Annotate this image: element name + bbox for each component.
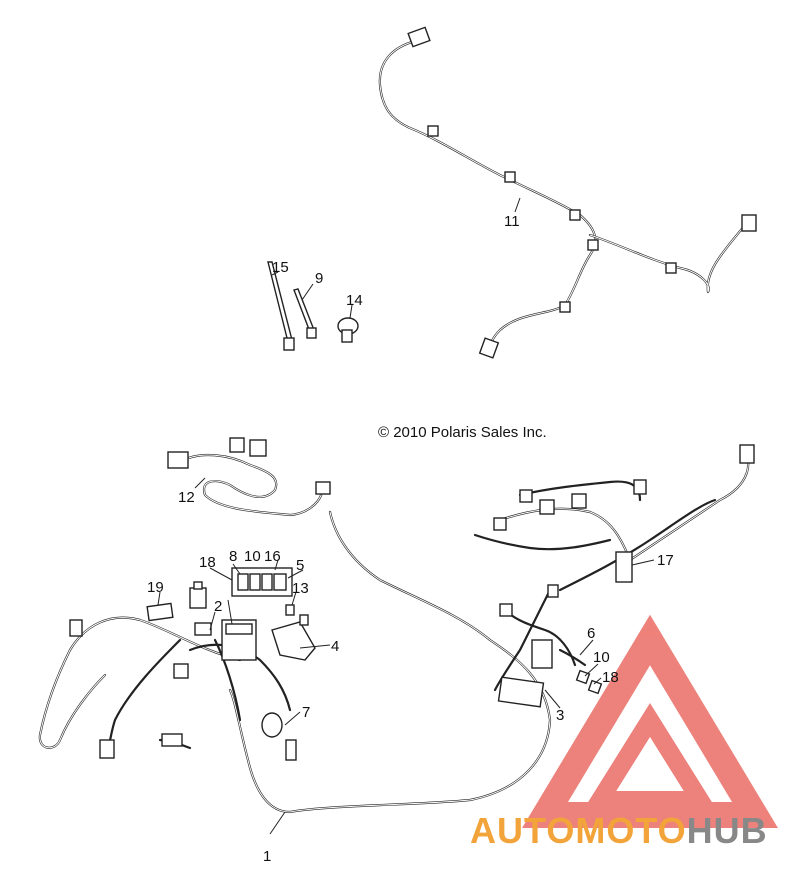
harness-12 xyxy=(167,437,331,517)
copyright-text: © 2010 Polaris Sales Inc. xyxy=(378,424,547,441)
watermark-part2: HUB xyxy=(687,810,768,851)
callout-18a: 18 xyxy=(199,554,216,571)
callout-3: 3 xyxy=(556,707,564,724)
callout-14: 14 xyxy=(346,292,363,309)
watermark-text: AUTOMOTOHUB xyxy=(470,810,768,851)
watermark-logo xyxy=(522,614,778,828)
callout-9: 9 xyxy=(315,270,323,287)
callout-4: 4 xyxy=(331,638,339,655)
cable-tie-15 xyxy=(267,261,295,351)
connector-19 xyxy=(146,602,174,622)
callout-7: 7 xyxy=(302,704,310,721)
leader-lines xyxy=(157,197,655,835)
callout-19: 19 xyxy=(147,579,164,596)
callout-1: 1 xyxy=(263,848,271,865)
harness-11 xyxy=(378,26,757,359)
callout-5: 5 xyxy=(296,557,304,574)
callout-10a: 10 xyxy=(593,649,610,666)
callouts: 1 2 3 4 5 6 7 8 9 10 10 11 12 13 14 15 1… xyxy=(147,213,674,865)
callout-16: 16 xyxy=(264,548,281,565)
clip-14 xyxy=(337,317,359,343)
callout-13: 13 xyxy=(292,580,309,597)
svg-text:AUTOMOTOHUB: AUTOMOTOHUB xyxy=(470,810,768,851)
callout-15: 15 xyxy=(272,259,289,276)
callout-11: 11 xyxy=(504,213,520,230)
bracket-4 xyxy=(271,621,316,661)
cable-tie-9 xyxy=(293,288,317,339)
callout-10b: 10 xyxy=(244,548,261,565)
screws-13 xyxy=(285,604,309,626)
callout-6: 6 xyxy=(587,625,595,642)
fuse-box xyxy=(231,567,293,597)
harness-3 xyxy=(493,584,577,708)
harness-17 xyxy=(473,444,755,592)
components-6-10-18 xyxy=(558,648,603,695)
watermark-part1: AUTOMOTO xyxy=(470,810,687,851)
callout-8: 8 xyxy=(229,548,237,565)
callout-18b: 18 xyxy=(602,669,619,686)
relay-2 xyxy=(189,581,207,609)
callout-12: 12 xyxy=(178,489,195,506)
callout-2: 2 xyxy=(214,598,222,615)
main-harness-1 xyxy=(38,510,552,814)
callout-17: 17 xyxy=(657,552,674,569)
